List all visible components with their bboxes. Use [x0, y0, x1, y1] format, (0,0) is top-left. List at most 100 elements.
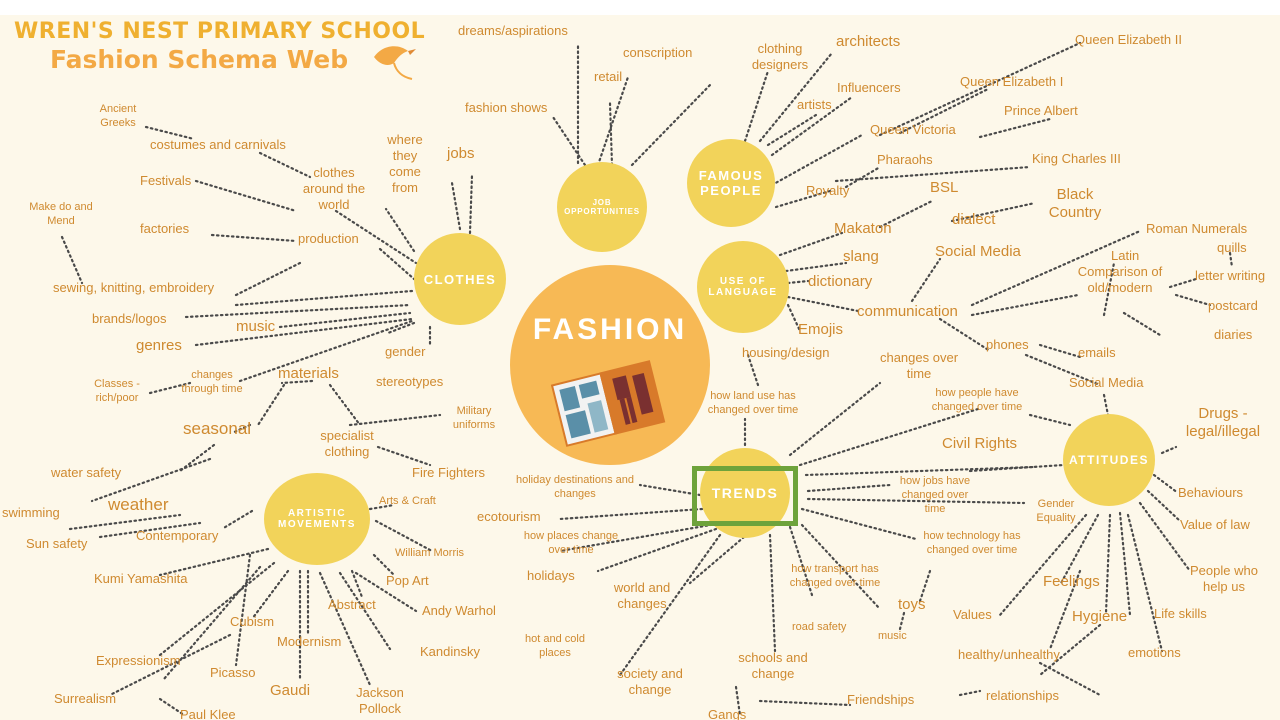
label-holiday-destinations: holiday destinations and changes	[515, 474, 635, 500]
label-william-morris: William Morris	[395, 547, 465, 559]
connector-line	[806, 497, 1026, 505]
connector-line	[800, 507, 918, 541]
label-changes-over-time: changes over time	[879, 350, 959, 381]
label-clothing-designers: clothing designers	[751, 41, 809, 72]
connector-line	[368, 503, 396, 511]
connector-line	[1228, 251, 1234, 269]
label-jackson-pollock: Jackson Pollock	[356, 685, 404, 716]
connector-line	[774, 189, 832, 209]
label-letter-writing: letter writing	[1195, 268, 1266, 283]
connector-line	[348, 413, 442, 427]
label-schools: schools and change	[738, 650, 808, 681]
connector-line	[558, 507, 704, 521]
label-slang: slang	[843, 248, 879, 265]
connector-line	[630, 81, 714, 167]
label-where-from: where they come from	[387, 132, 423, 195]
label-land-use: how land use has changed over time	[707, 390, 799, 416]
label-phones: phones	[986, 337, 1029, 352]
label-changes-through: changes through time	[181, 369, 243, 395]
label-pop-art: Pop Art	[386, 573, 429, 588]
schema-web-canvas: WREN'S NEST PRIMARY SCHOOL Fashion Schem…	[0, 15, 1280, 720]
clothes-hub: CLOTHES	[414, 233, 506, 325]
connector-line	[746, 353, 760, 387]
connector-line	[1152, 473, 1180, 495]
famous-people-hub: FAMOUS PEOPLE	[687, 139, 775, 227]
label-military: Military uniforms	[452, 405, 496, 431]
label-brands: brands/logos	[92, 311, 167, 326]
connector-line	[1028, 413, 1072, 427]
connector-line	[238, 319, 414, 383]
connector-line	[1038, 343, 1082, 359]
connector-line	[1138, 501, 1192, 573]
label-make-do: Make do and Mend	[29, 201, 93, 227]
label-value-of-law: Value of law	[1180, 517, 1250, 532]
label-friendships: Friendships	[847, 692, 915, 707]
connector-line	[256, 383, 286, 427]
connector-line	[778, 231, 844, 257]
trends-highlight-box	[692, 466, 798, 526]
connector-line	[250, 569, 290, 621]
label-prince-albert: Prince Albert	[1004, 103, 1078, 118]
connector-line	[338, 571, 392, 651]
connector-line	[758, 51, 834, 143]
label-quills: quills	[1217, 240, 1247, 255]
label-people-help: People who help us	[1190, 563, 1258, 594]
connector-line	[280, 379, 314, 385]
label-ancient-greeks: Ancient Greeks	[99, 103, 137, 129]
connector-line	[798, 407, 980, 467]
connector-line	[800, 523, 882, 611]
label-stereotypes: stereotypes	[376, 374, 444, 389]
label-hygiene: Hygiene	[1072, 608, 1128, 625]
connector-line	[386, 321, 416, 335]
connector-line	[98, 521, 202, 539]
label-social-media-1: Social Media	[935, 243, 1021, 260]
connector-line	[184, 303, 412, 319]
connector-line	[148, 381, 192, 395]
label-expressionism: Expressionism	[96, 653, 181, 668]
connector-line	[878, 41, 1082, 137]
label-picasso: Picasso	[210, 665, 256, 680]
label-healthy: healthy/unhealthy	[958, 647, 1060, 662]
connector-line	[958, 689, 982, 697]
connector-line	[1160, 445, 1178, 455]
connector-line	[108, 633, 232, 697]
connector-line	[970, 293, 1080, 317]
connector-line	[158, 561, 276, 657]
label-influencers: Influencers	[837, 80, 901, 95]
connector-line	[758, 699, 852, 707]
connector-line	[450, 181, 462, 231]
artistic-movements-hub: ARTISTIC MOVEMENTS	[264, 473, 370, 565]
label-society: society and change	[617, 666, 683, 697]
label-comparison: Comparison of old/modern	[1077, 264, 1163, 295]
label-jobs: jobs	[447, 145, 475, 162]
label-transport: how transport has changed over time	[789, 563, 881, 589]
connector-line	[734, 685, 742, 717]
label-weather: weather	[108, 495, 169, 514]
connector-line	[1122, 311, 1162, 337]
connector-line	[743, 69, 770, 143]
label-relationships: relationships	[986, 688, 1059, 703]
label-festivals: Festivals	[140, 173, 192, 188]
connector-line	[90, 457, 212, 503]
connector-line	[1104, 513, 1112, 615]
label-seasonal: seasonal	[183, 419, 252, 438]
connector-line	[770, 133, 864, 187]
label-kumi: Kumi Yamashita	[94, 571, 188, 586]
connector-line	[354, 571, 418, 613]
label-paul-klee: Paul Klee	[180, 707, 236, 720]
label-music-2: music	[878, 630, 907, 642]
label-queen-victoria: Queen Victoria	[870, 122, 956, 137]
fashion-label: FASHION	[532, 313, 688, 346]
label-modernism: Modernism	[277, 634, 342, 649]
label-gangs: Gangs	[708, 707, 747, 720]
connector-line	[978, 117, 1052, 139]
label-world-changes: world and changes	[613, 580, 671, 611]
label-black-country: Black Country	[1048, 186, 1102, 221]
connector-line	[596, 75, 630, 167]
connector-line	[384, 207, 416, 253]
label-behaviours: Behaviours	[1178, 485, 1244, 500]
connector-line	[1118, 511, 1132, 617]
label-dreams: dreams/aspirations	[458, 23, 568, 38]
connector-line	[878, 199, 934, 229]
connector-line	[1038, 623, 1102, 677]
